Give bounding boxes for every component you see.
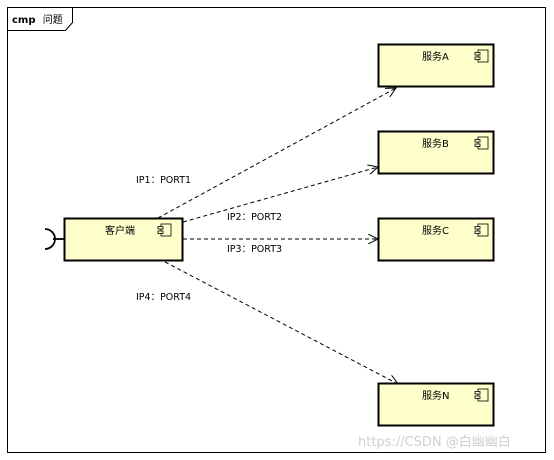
service-n-label: 服务N bbox=[422, 389, 449, 402]
frame-title: cmp 问题 bbox=[12, 13, 63, 26]
edge-label-ip4: IP4：PORT4 bbox=[136, 292, 191, 303]
component-icon bbox=[474, 223, 489, 237]
edge-label-ip3: IP3：PORT3 bbox=[227, 244, 282, 255]
client-label: 客户端 bbox=[105, 224, 135, 237]
edge-label-ip1: IP1：PORT1 bbox=[136, 175, 191, 186]
frame-keyword: cmp bbox=[12, 15, 36, 26]
service-a-label: 服务A bbox=[422, 50, 449, 63]
service-a-component[interactable]: 服务A bbox=[377, 43, 495, 88]
component-icon bbox=[157, 223, 172, 237]
client-component[interactable]: 客户端 bbox=[44, 217, 184, 262]
edge-client-service-b bbox=[182, 167, 378, 223]
component-icon bbox=[474, 136, 489, 150]
edge-client-service-a bbox=[157, 88, 396, 219]
service-b-component[interactable]: 服务B bbox=[377, 130, 495, 175]
service-b-label: 服务B bbox=[422, 137, 449, 150]
service-n-component[interactable]: 服务N bbox=[377, 382, 495, 427]
frame-title-tab bbox=[7, 7, 73, 31]
component-icon bbox=[474, 388, 489, 402]
component-icon bbox=[474, 49, 489, 63]
edge-label-ip2: IP2：PORT2 bbox=[227, 212, 282, 223]
edge-client-service-n bbox=[164, 261, 398, 384]
service-c-label: 服务C bbox=[422, 224, 449, 237]
watermark: https://CSDN @白幽幽白 bbox=[358, 434, 511, 450]
service-c-component[interactable]: 服务C bbox=[377, 217, 495, 262]
frame-name: 问题 bbox=[43, 13, 63, 26]
